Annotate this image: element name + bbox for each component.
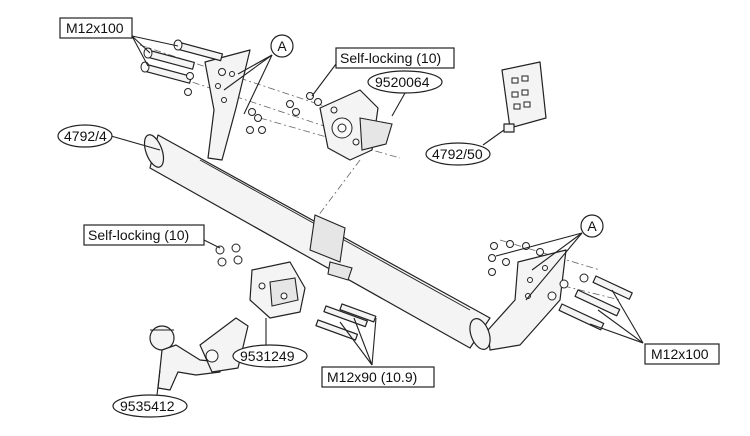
label-4792-50: 4792/50 (425, 142, 491, 166)
bolts-top-left (140, 39, 226, 96)
bolts-right (547, 273, 633, 331)
label-m12x100-top-left: M12x100 (59, 17, 133, 39)
label-self-locking-left: Self-locking (10) (83, 224, 205, 246)
socket-plate-part (319, 89, 393, 161)
callout-a-right: A (580, 214, 604, 238)
label-9531249: 9531249 (232, 344, 308, 368)
label-9520064: 9520064 (367, 70, 443, 94)
callout-a-top-text: A (277, 38, 287, 54)
nuts-right (488, 240, 544, 276)
label-m12x100-right: M12x100 (644, 343, 720, 365)
label-text-m12x90: M12x90 (10.9) (327, 369, 417, 385)
label-text-9535412: 9535412 (120, 398, 175, 414)
label-text-4792-50: 4792/50 (432, 146, 483, 162)
callout-a-top: A (270, 34, 294, 58)
label-m12x90: M12x90 (10.9) (321, 366, 435, 388)
label-text-self-locking-left: Self-locking (10) (88, 227, 189, 243)
nuts-left (215, 243, 243, 267)
label-text-m12x100-top: M12x100 (66, 20, 124, 36)
label-text-9520064: 9520064 (375, 74, 430, 90)
leader-lines (110, 35, 644, 396)
mount-bracket-part (249, 261, 306, 319)
nuts-top (246, 92, 322, 134)
label-text-9531249: 9531249 (240, 348, 295, 364)
bolts-bottom (315, 303, 377, 341)
label-text-self-locking-top: Self-locking (10) (340, 50, 441, 66)
label-self-locking-top: Self-locking (10) (335, 47, 455, 69)
label-9535412: 9535412 (112, 394, 188, 418)
kit-part (501, 61, 547, 133)
label-text-4792-4: 4792/4 (64, 128, 107, 144)
label-4792-4: 4792/4 (57, 124, 113, 148)
label-text-m12x100-right: M12x100 (651, 346, 709, 362)
callout-a-right-text: A (587, 218, 597, 234)
